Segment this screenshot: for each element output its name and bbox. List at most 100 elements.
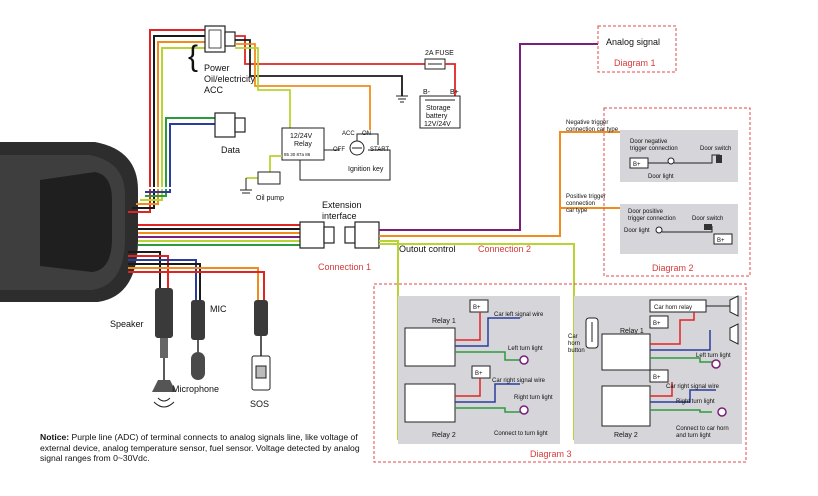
door-light-icon-1 [648,154,722,165]
connect-car-horn-label-2: and turn light [676,433,711,439]
door-light-label-2: Door light [624,228,650,234]
fuse-label: 2A FUSE [425,50,454,57]
oil-pump-label: Oil pump [256,195,284,202]
left-turn-light-label-2: Left turn light [696,353,731,359]
connection-2-label: Connection 2 [478,244,531,254]
door-negative-label-2: trigger connection [630,146,678,152]
extension-label-2: interface [322,211,357,221]
horn-button-icon [585,317,599,349]
power-wires [128,29,215,213]
sos-label: SOS [250,399,269,409]
relay-1b-label: Relay 1 [620,328,644,335]
relay-2-block [404,365,520,423]
positive-trigger-label-3: car type [566,208,588,214]
notice-title: Notice: [40,432,70,442]
start-key-label: START [370,147,389,153]
off-key-label: OFF [333,147,345,153]
ignition-key-icon [299,133,391,181]
connect-turn-light-label: Connect to turn light [494,431,548,437]
b-plus-label-1: B+ [633,162,641,168]
relay-1-bplus: B+ [473,305,481,311]
battery-text-3: 12V/24V [424,121,451,128]
acc-label: ACC [204,85,224,95]
connect-car-horn-label-1: Connect to car horn [676,426,729,432]
fuse [424,58,456,96]
relay-label-1: 12/24V [290,133,313,140]
left-turn-light-label-1: Left turn light [508,346,543,352]
data-connector [214,112,246,138]
left-turn-light-icon-1 [519,355,529,365]
connection-1-label: Connection 1 [318,262,371,272]
car-horn-relay-box [649,295,739,345]
door-negative-label-1: Door negative [630,139,668,145]
negative-trigger-label-1: Negative trigger [566,120,608,126]
car-horn-button-label-3: button [568,348,585,354]
door-light-label-1: Door light [648,174,674,180]
relay-1b-block [601,312,712,371]
storage-battery [419,95,461,129]
b-plus-label-2: B+ [717,238,725,244]
door-light-icon-2 [655,224,713,234]
power-connector [204,25,236,53]
microphone-label: Microphone [172,384,219,394]
outout-control-label: Outout control [399,244,456,254]
car-left-signal-label: Car left signal wire [494,312,544,318]
gps-device [0,142,138,302]
oil-electricity-label: Oil/electricity [204,74,256,84]
diagram-2-label: Diagram 2 [652,263,694,273]
diagram-2-box [603,107,751,277]
relay-1b-bplus: B+ [653,321,661,327]
microphone-icon [191,300,205,380]
right-turn-light-icon-1 [519,405,529,415]
notice-text: Notice: Purple line (ADC) of terminal co… [40,432,380,464]
relay-2b-label: Relay 2 [614,432,638,439]
car-right-signal-label-2: Car right signal wire [666,384,720,390]
speaker-plug-icon [152,288,176,408]
right-turn-light-label-2: Right turn light [676,399,715,405]
speaker-label: Speaker [110,319,144,329]
relay-1-block [404,299,520,367]
oil-pump-icon [240,155,282,194]
b-plus-box-2 [713,233,733,245]
diagram-1-label: Diagram 1 [614,58,656,68]
car-horn-relay-label: Car horn relay [654,305,692,311]
relay-2-bplus: B+ [475,371,483,377]
extension-connector [299,221,380,249]
positive-trigger-label-2: connection [566,201,595,207]
relay-2b-block [601,369,716,427]
battery-plus-label: B+ [450,89,459,96]
acc-key-label: ACC [342,131,355,137]
extension-label-1: Extension [322,200,362,210]
on-key-label: ON [362,131,371,137]
relay-2-label: Relay 2 [432,432,456,439]
relay-box [281,127,325,161]
analog-signal-label: Analog signal [606,37,660,47]
diagram-1-box [597,25,677,73]
battery-text-2: battery [426,113,448,120]
battery-text-1: Storage [426,105,451,112]
power-label: Power [204,63,230,73]
door-switch-label-1: Door switch [700,146,731,152]
right-turn-light-label-1: Right turn light [514,395,553,401]
notice-body: Purple line (ADC) of terminal connects t… [40,432,360,463]
peripheral-wires [128,251,265,300]
mic-label: MIC [210,304,227,314]
relay-1-label: Relay 1 [432,318,456,325]
diagram-3-label: Diagram 3 [530,449,572,459]
car-horn-button-label-1: Car [568,334,578,340]
door-switch-label-2: Door switch [692,216,723,222]
negative-trigger-label-2: connection car type [566,127,619,133]
extension-wires [138,224,300,246]
sos-button-icon [251,300,271,391]
brace-icon: { [188,40,198,73]
relay-2b-bplus: B+ [653,375,661,381]
data-label: Data [221,145,240,155]
car-right-signal-label: Car right signal wire [492,378,546,384]
ignition-key-label: Ignition key [348,166,384,173]
door-positive-label-1: Door positive [628,209,664,215]
right-turn-light-icon-2 [717,407,727,417]
relay-pins: 85 30 87a 86 [284,152,311,157]
power-out-wires [235,35,425,142]
